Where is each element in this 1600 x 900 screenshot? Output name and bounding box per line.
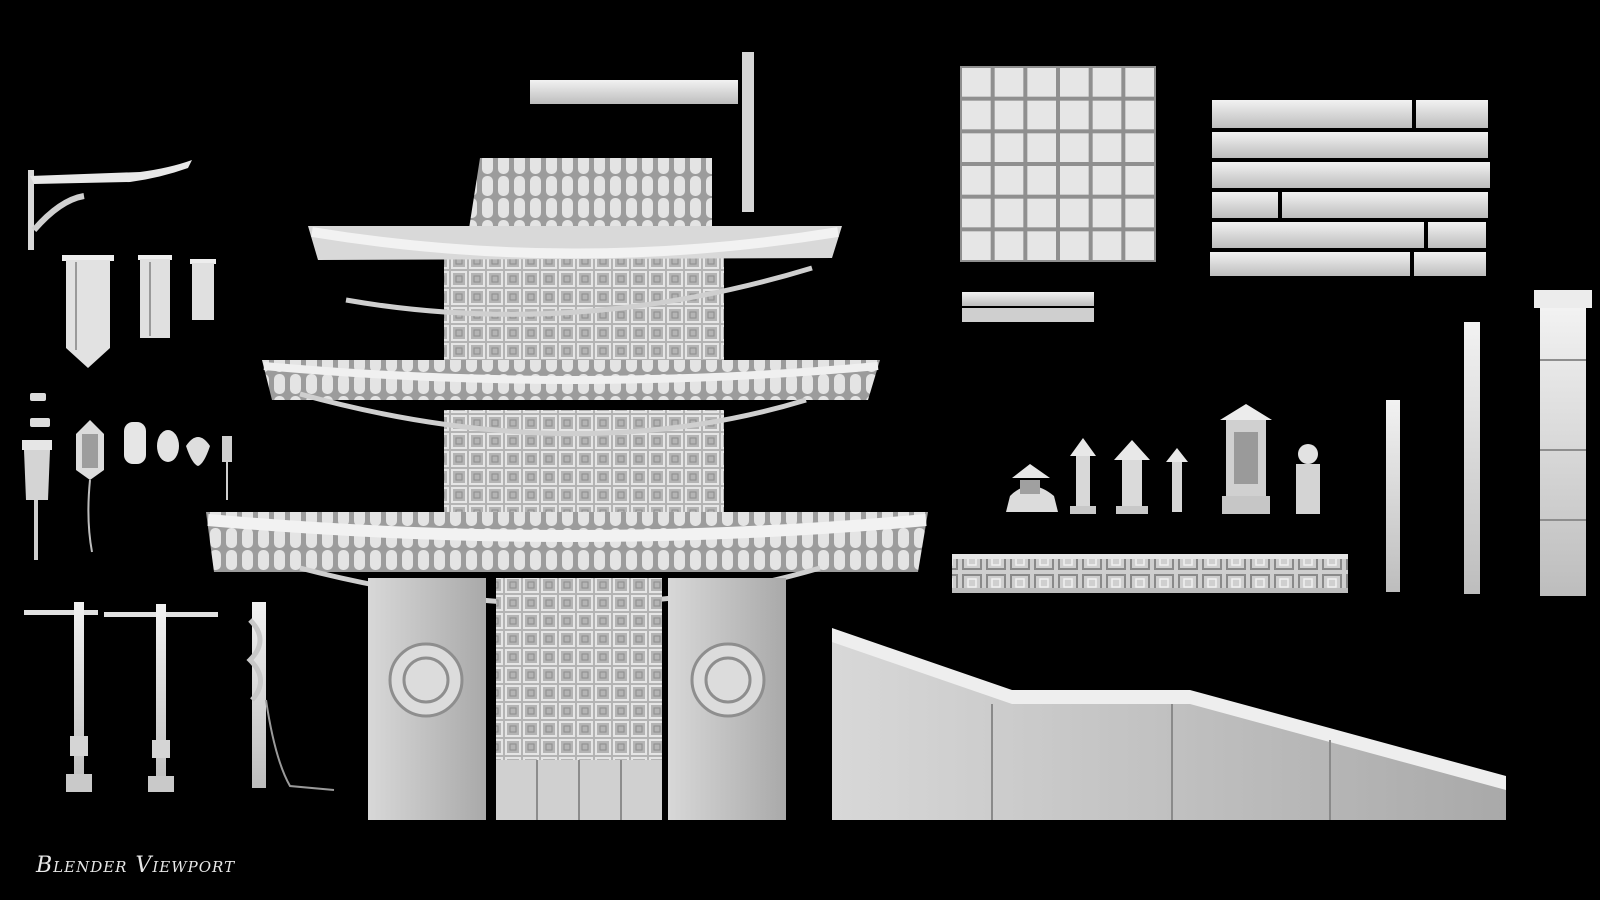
floor-tile xyxy=(1027,68,1056,97)
floor-tile xyxy=(1092,166,1122,195)
pagoda xyxy=(206,52,928,820)
floor-tile xyxy=(1092,198,1122,228)
lamp-post-2 xyxy=(104,604,218,792)
hanging-lantern-tall xyxy=(22,440,52,560)
paper-lanterns xyxy=(124,422,232,500)
floor-tile xyxy=(994,231,1024,260)
floor-tile xyxy=(1060,198,1089,228)
floor-tile xyxy=(994,100,1024,130)
floor-tile xyxy=(1060,231,1089,260)
floor-tile xyxy=(962,133,991,162)
pillar-thin xyxy=(1386,400,1400,592)
floor-tile xyxy=(1060,68,1089,97)
banner-medium xyxy=(138,255,172,338)
floor-tile xyxy=(1125,231,1154,260)
floor-tile xyxy=(1092,68,1122,97)
lamp-post-1 xyxy=(24,602,98,792)
floor-tile xyxy=(1060,100,1089,130)
floor-tile xyxy=(1027,133,1056,162)
floor-tile xyxy=(962,166,991,195)
floor-tile xyxy=(1027,231,1056,260)
banner-long xyxy=(62,255,114,368)
stone-slabs xyxy=(1210,100,1490,276)
small-charms xyxy=(30,393,50,427)
viewport-caption: Blender Viewport xyxy=(36,853,236,878)
floor-tile-grid xyxy=(960,66,1156,262)
floor-tile xyxy=(1125,68,1154,97)
floor-tile xyxy=(994,198,1024,228)
ramp-wall xyxy=(832,628,1506,820)
floor-tile xyxy=(1125,198,1154,228)
eave-bracket xyxy=(28,160,192,250)
floor-tile xyxy=(1060,133,1089,162)
banner-short xyxy=(190,259,216,320)
floor-tile xyxy=(1125,100,1154,130)
floor-tile xyxy=(994,166,1024,195)
floor-tile xyxy=(1027,166,1056,195)
floor-tile xyxy=(962,68,991,97)
floor-tile xyxy=(962,198,991,228)
floor-tile xyxy=(962,100,991,130)
floor-tile xyxy=(1092,231,1122,260)
floor-tile xyxy=(962,231,991,260)
stone-lanterns xyxy=(1006,404,1320,514)
floor-tile xyxy=(1027,100,1056,130)
small-slab xyxy=(962,292,1094,322)
pillar-medium xyxy=(1464,322,1480,594)
floor-tile xyxy=(1060,166,1089,195)
floor-tile xyxy=(1125,166,1154,195)
railing xyxy=(952,554,1348,593)
floor-tile xyxy=(994,133,1024,162)
floor-tile xyxy=(1027,198,1056,228)
floor-tile xyxy=(1125,133,1154,162)
floor-tile xyxy=(994,68,1024,97)
hanging-lantern-hex xyxy=(76,420,104,553)
floor-tile xyxy=(1092,133,1122,162)
pillar-large xyxy=(1534,290,1592,596)
rope-post xyxy=(246,602,335,791)
floor-tile xyxy=(1092,100,1122,130)
